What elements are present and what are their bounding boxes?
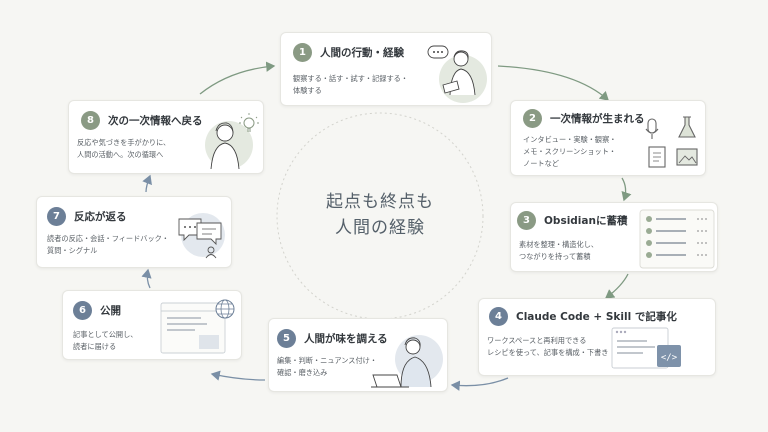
step-number-1: 1 [293, 43, 312, 62]
step-title-3: Obsidianに蓄積 [544, 215, 628, 227]
sources-icon [645, 116, 698, 168]
step-desc-1-line-2: 体験する [293, 86, 322, 95]
step-desc-4-line-1: ワークスペースと再利用できる [487, 336, 587, 345]
arrow-5-to-6 [210, 370, 266, 381]
arrow-4-to-5 [450, 377, 509, 391]
step-card-7: 7 反応が返る 読者の反応・会話・フィードバック・ 質問・シグナル [36, 196, 232, 268]
step-desc-6-line-2: 読者に届ける [73, 342, 117, 351]
arrow-7-to-8 [142, 174, 152, 193]
step-card-2: 2 一次情報が生まれる インタビュー・実験・観察・ メモ・スクリーンショット・ … [510, 100, 706, 176]
step-card-8: 8 次の一次情報へ戻る 反応や気づきを手がかりに、 人間の活動へ。次の循環へ [68, 100, 264, 174]
arrow-6-to-7 [141, 268, 152, 289]
step-title-7: 反応が返る [74, 211, 127, 223]
step-desc-3-line-2: つながりを持って蓄積 [519, 252, 591, 261]
step-number-3: 3 [517, 211, 536, 230]
step-number-8: 8 [81, 111, 100, 130]
step-title-6: 公開 [100, 305, 121, 317]
step-desc-7: 読者の反応・会話・フィードバック・ 質問・シグナル [47, 233, 169, 257]
step-title-8: 次の一次情報へ戻る [108, 115, 203, 127]
arrow-2-to-3 [621, 177, 632, 202]
step-number-4: 4 [489, 307, 508, 326]
step-desc-8-line-2: 人間の活動へ。次の循環へ [77, 150, 164, 159]
step-card-6: 6 公開 記事として公開し、 読者に届ける [62, 290, 242, 360]
step-desc-1: 観察する・話す・試す・記録する・ 体験する [293, 73, 408, 97]
step-card-1: 1 人間の行動・経験 観察する・話す・試す・記録する・ 体験する [280, 32, 492, 106]
step-desc-8: 反応や気づきを手がかりに、 人間の活動へ。次の循環へ [77, 137, 170, 161]
svg-text:</>: </> [661, 353, 678, 363]
step-desc-6: 記事として公開し、 読者に届ける [73, 329, 137, 353]
step-desc-4: ワークスペースと再利用できる レシピを使って、記事を構成・下書き [487, 335, 608, 359]
step-desc-2: インタビュー・実験・観察・ メモ・スクリーンショット・ ノートなど [523, 134, 616, 170]
step-desc-5-line-2: 確認・磨き込み [277, 368, 328, 377]
step-card-5: 5 人間が味を調える 編集・判断・ニュアンス付け・ 確認・磨き込み [268, 318, 448, 392]
web-page-icon [160, 299, 235, 354]
code-window-icon: </> [611, 327, 681, 369]
step-number-7: 7 [47, 207, 66, 226]
arrow-1-to-2 [497, 65, 609, 101]
notes-list-icon [639, 209, 715, 269]
center-line-1: 起点も終点も [326, 192, 434, 212]
step-title-1: 人間の行動・経験 [320, 47, 404, 59]
step-desc-7-line-2: 質問・シグナル [47, 246, 98, 255]
step-desc-5-line-1: 編集・判断・ニュアンス付け・ [277, 356, 378, 365]
step-title-4: Claude Code + Skill で記事化 [516, 311, 677, 323]
step-card-4: 4 Claude Code + Skill で記事化 ワークスペースと再利用でき… [478, 298, 716, 376]
step-desc-1-line-1: 観察する・話す・試す・記録する・ [293, 74, 409, 83]
step-desc-2-line-3: ノートなど [523, 159, 559, 168]
step-desc-8-line-1: 反応や気づきを手がかりに、 [77, 138, 171, 147]
step-number-6: 6 [73, 301, 92, 320]
center-label: 起点も終点も 人間の経験 [280, 120, 480, 310]
step-title-2: 一次情報が生まれる [550, 113, 645, 125]
step-card-3: 3 Obsidianに蓄積 素材を整理・構造化し、 つながりを持って蓄積 [510, 202, 718, 272]
step-number-2: 2 [523, 109, 542, 128]
step-desc-3-line-1: 素材を整理・構造化し、 [519, 240, 599, 249]
center-line-2: 人間の経験 [335, 218, 425, 238]
arrow-8-to-1 [199, 61, 276, 95]
step-desc-3: 素材を整理・構造化し、 つながりを持って蓄積 [519, 239, 598, 263]
person-writing-icon [427, 45, 487, 103]
person-laptop-icon [371, 335, 443, 388]
arrow-3-to-4 [604, 273, 629, 299]
step-desc-2-line-2: メモ・スクリーンショット・ [523, 147, 617, 156]
chat-bubbles-icon [178, 213, 225, 259]
step-title-5: 人間が味を調える [304, 333, 388, 345]
step-desc-2-line-1: インタビュー・実験・観察・ [523, 135, 617, 144]
step-desc-6-line-1: 記事として公開し、 [73, 330, 138, 339]
step-number-5: 5 [277, 329, 296, 348]
step-desc-4-line-2: レシピを使って、記事を構成・下書き [487, 348, 609, 357]
step-desc-5: 編集・判断・ニュアンス付け・ 確認・磨き込み [277, 355, 377, 379]
person-idea-icon [205, 113, 259, 170]
step-desc-7-line-1: 読者の反応・会話・フィードバック・ [47, 234, 169, 243]
